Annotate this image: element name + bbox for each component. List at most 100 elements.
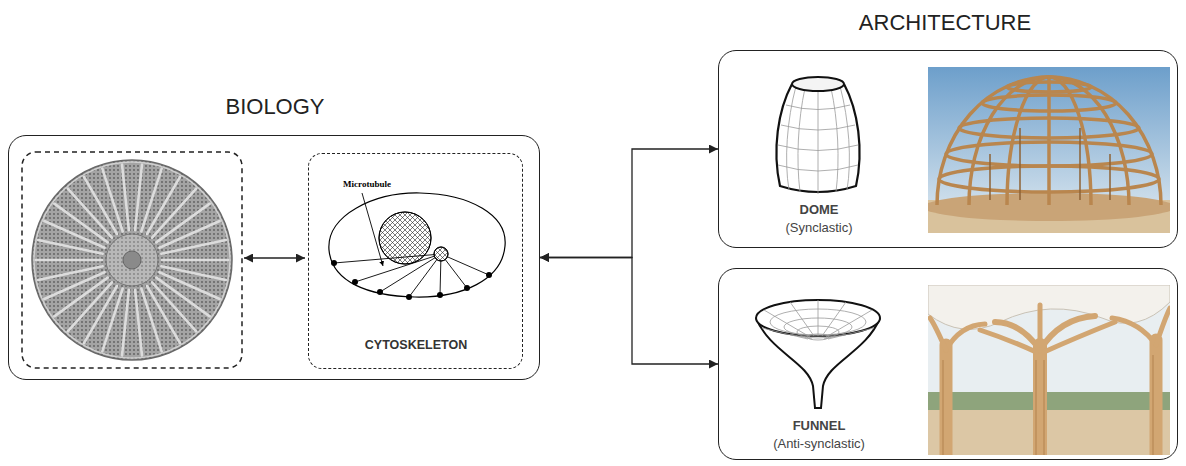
connector-arrow — [540, 149, 718, 258]
diatom-rib — [135, 165, 142, 231]
drawing-part — [798, 88, 805, 192]
drawing-part — [980, 330, 1036, 352]
drawing-part — [982, 95, 1116, 111]
diatom-rib — [141, 289, 161, 352]
drawing-part — [34, 162, 230, 358]
drawing-part — [822, 302, 846, 336]
drawing-part — [826, 310, 872, 337]
dome-panel: DOME (Synclastic) — [718, 50, 1178, 248]
drawing-part — [946, 142, 1152, 166]
diatom-rib — [102, 169, 122, 232]
drawing-part — [409, 254, 441, 297]
diatom-rib — [102, 289, 122, 352]
drawing-part — [1150, 340, 1163, 455]
drawing-part — [824, 334, 846, 339]
drawing-part — [352, 279, 358, 285]
drawing-part — [1112, 318, 1156, 345]
drawing-part — [778, 86, 858, 194]
drawing-part — [106, 234, 158, 286]
drawing-part — [840, 86, 849, 190]
panel-heading: BIOLOGY — [225, 94, 324, 119]
drawing-part — [123, 251, 141, 269]
drawing-part — [32, 160, 232, 360]
shape-type: (Anti-synclastic) — [773, 437, 865, 452]
drawing-part — [937, 77, 1161, 205]
drawing-part — [989, 154, 991, 200]
drawing-part — [331, 260, 337, 266]
drawing-part — [32, 160, 232, 360]
drawing-part — [937, 77, 1161, 205]
double-arrow — [244, 257, 305, 258]
drawing-part — [940, 345, 953, 455]
drawing-part — [1152, 355, 1153, 455]
diatom-rib — [122, 290, 129, 356]
drawing-part — [36, 165, 228, 356]
drawing-part — [329, 193, 505, 297]
drawing-part — [331, 260, 492, 300]
drawing-part — [434, 247, 448, 261]
biology-panel: BIOLOGYCYTOSKELETON — [8, 135, 540, 380]
shape-type: (Synclastic) — [785, 221, 852, 236]
drawing-part — [334, 254, 489, 297]
dome-photo — [928, 67, 1170, 233]
diatom-rib — [135, 290, 142, 356]
panel-caption: CYTOSKELETON — [365, 338, 467, 352]
funnel-panel: FUNNEL (Anti-synclastic) — [718, 268, 1178, 460]
drawing-part — [928, 410, 1170, 455]
drawing-part — [959, 118, 1139, 138]
drawing-part — [406, 294, 412, 300]
drawing-part — [762, 300, 874, 340]
drawing-part — [818, 89, 819, 194]
drawing-part — [1044, 322, 1115, 352]
drawing-part — [762, 328, 808, 339]
cytoskeleton-panel: CYTOSKELETON — [308, 153, 523, 369]
drawing-part — [790, 302, 814, 336]
drawing-part — [377, 289, 383, 295]
diatom-rib — [38, 266, 103, 280]
funnel-shape — [756, 300, 880, 408]
drawing-part — [380, 254, 441, 292]
drawing-part — [434, 247, 448, 261]
drawing-part — [792, 77, 844, 91]
diatom-image — [32, 160, 232, 360]
drawing-part — [379, 212, 431, 264]
drawing-part — [1038, 305, 1043, 345]
drawing-part — [930, 318, 946, 350]
drawing-part — [1035, 360, 1036, 455]
shape-name: FUNNEL — [793, 419, 846, 434]
drawing-part — [1109, 154, 1111, 200]
drawing-part — [939, 166, 1159, 192]
drawing-part — [1079, 128, 1081, 200]
drawing-part — [943, 355, 1153, 455]
diatom-rib — [147, 286, 180, 343]
drawing-part — [1043, 360, 1044, 455]
drawing-part — [441, 254, 489, 275]
callout-label: Microtubule — [343, 179, 391, 189]
drawing-part — [928, 285, 1170, 455]
dashed-frame — [22, 152, 242, 368]
diatom-rib — [161, 240, 226, 254]
drawing-part — [787, 86, 796, 190]
leader-line — [362, 193, 383, 266]
diatom-rib — [84, 177, 117, 234]
drawing-part — [1007, 82, 1091, 92]
diatom-rib — [36, 259, 102, 262]
drawing-part — [828, 328, 874, 339]
diatom-rib — [122, 165, 129, 231]
drawing-part — [334, 254, 441, 263]
funnel-photo — [928, 285, 1170, 455]
drawing-part — [437, 292, 443, 298]
drawing-part — [790, 334, 812, 339]
shape-name: DOME — [800, 203, 839, 218]
connector-arrow — [540, 258, 718, 365]
drawing-part — [756, 300, 880, 336]
drawing-part — [106, 234, 158, 286]
drawing-part — [831, 88, 838, 192]
drawing-part — [930, 305, 1170, 455]
drawing-part — [942, 360, 943, 455]
section-heading: ARCHITECTURE — [859, 10, 1031, 35]
drawing-part — [818, 300, 819, 336]
